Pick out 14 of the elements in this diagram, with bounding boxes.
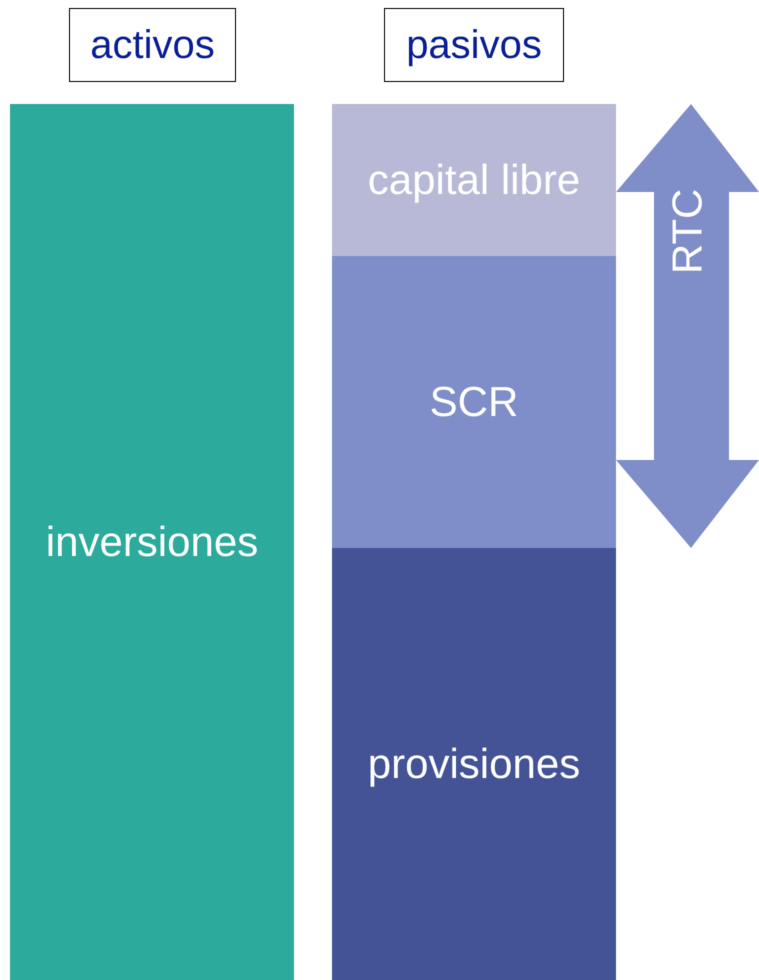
- double-arrow: [616, 104, 759, 548]
- arrow-label: RTC: [662, 188, 712, 274]
- header-box: [69, 8, 236, 82]
- block-label: capital libre: [366, 154, 582, 205]
- block-label: inversiones: [44, 516, 260, 567]
- column-header: activos: [90, 22, 215, 69]
- column-header: pasivos: [406, 22, 542, 69]
- liability-segment: [332, 256, 616, 548]
- header-box: [384, 8, 564, 82]
- liability-segment: [332, 104, 616, 256]
- liability-segment: [332, 548, 616, 980]
- block-label: SCR: [428, 376, 520, 427]
- asset-bar: [10, 104, 294, 980]
- block-label: provisiones: [366, 738, 582, 789]
